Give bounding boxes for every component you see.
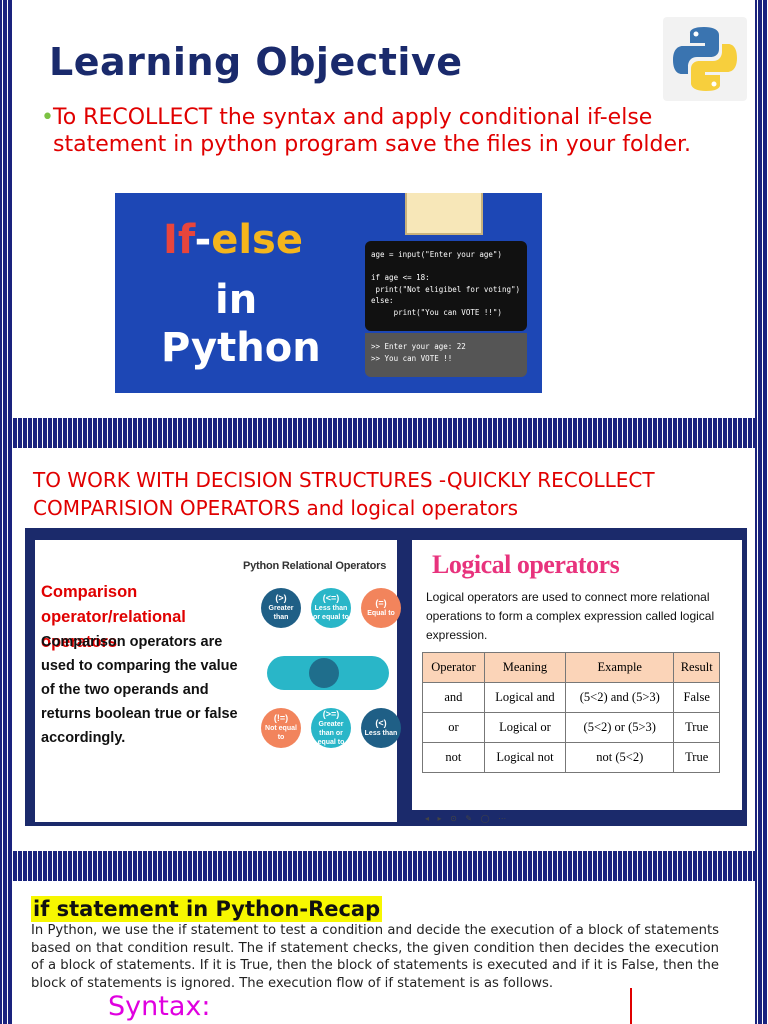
comparison-panel: Comparison operator/relational operators… [35,540,401,822]
relational-op-circle: (<)Less than [361,708,401,748]
slide-toolbar-icons: ◂ ▸ ⊙ ✎ ◯ ⋯ [425,814,510,823]
table-cell: Logical not [483,742,567,773]
op-label: Equal to [367,609,395,617]
slide-operators: TO WORK WITH DECISION STRUCTURES -QUICKL… [13,448,755,851]
python-hub-icon [309,658,339,688]
banner-in: in [215,277,258,323]
table-cell: or [422,712,485,743]
op-symbol: (!=) [273,713,289,723]
table-cell: True [673,742,720,773]
relational-op-circle: (=)Equal to [361,588,401,628]
recap-body: In Python, we use the if statement to te… [31,923,719,991]
objective-bullet: • To RECOLLECT the syntax and apply cond… [41,104,731,158]
slide-learning-objective: Learning Objective • To RECOLLECT the sy… [13,0,755,418]
objective-text: To RECOLLECT the syntax and apply condit… [53,105,692,157]
logical-title: Logical operators [432,550,620,579]
logical-description: Logical operators are used to connect mo… [426,590,715,642]
table-header-cell: Operator [422,652,485,683]
banner-if: If [163,217,195,263]
laptop-icon [405,193,483,235]
slide-if-recap: if statement in Python-Recap In Python, … [13,881,755,1024]
op-label: Less than or equal to [313,605,349,621]
table-cell: False [673,682,720,713]
table-cell: (5<2) or (5>3) [565,712,675,743]
table-cell: (5<2) and (5>3) [565,682,675,713]
relational-op-circle: (<=) Less than or equal to [311,588,351,628]
relational-op-circle: (>) Greater than [261,588,301,628]
table-cell: and [422,682,485,713]
syntax-label: Syntax: [108,991,211,1022]
slide-title: Learning Objective [49,40,463,84]
banner-else: else [211,217,303,263]
flow-arrow-icon [630,988,632,1024]
python-logo-icon [663,17,747,101]
table-cell: True [673,712,720,743]
table-cell: Logical and [483,682,567,713]
logical-panel: Logical operators Logical operators are … [412,540,742,810]
comparison-title: Comparison operator/relational operators [41,583,186,651]
relational-diagram-title: Python Relational Operators [243,560,387,572]
table-cell: Logical or [483,712,567,743]
comparison-body: Comparison operators are used to compari… [41,634,238,746]
relational-op-circle: (>=)Greater than or equal to [311,708,351,748]
op-symbol: (<) [375,717,387,728]
relational-op-circle: (!=) Not equal to [261,708,301,748]
banner-title-line1: If-else [163,217,303,263]
operators-image: Comparison operator/relational operators… [25,528,747,826]
section-heading: TO WORK WITH DECISION STRUCTURES -QUICKL… [33,468,655,520]
op-symbol: (>=) [322,708,340,719]
table-header-cell: Result [673,652,720,683]
op-label: Not equal to [265,725,297,741]
code-sample: age = input("Enter your age") if age <= … [365,241,527,331]
table-header-cell: Meaning [483,652,567,683]
op-symbol: (>) [275,593,287,603]
table-cell: not [422,742,485,773]
if-else-banner-image: If-else in Python age = input("Enter you… [115,193,542,393]
op-label: Greater than [268,605,294,621]
op-symbol: (<=) [322,593,340,603]
table-cell: not (5<2) [565,742,675,773]
table-header-cell: Example [565,652,675,683]
op-symbol: (=) [375,597,387,608]
op-label: Greater than or equal to [317,720,345,746]
bullet-icon: • [41,105,54,130]
code-output: >> Enter your age: 22 >> You can VOTE !! [365,333,527,377]
banner-dash: - [194,217,212,263]
op-label: Less than [364,729,398,737]
recap-title: if statement in Python-Recap [31,896,383,922]
banner-python: Python [161,325,321,371]
